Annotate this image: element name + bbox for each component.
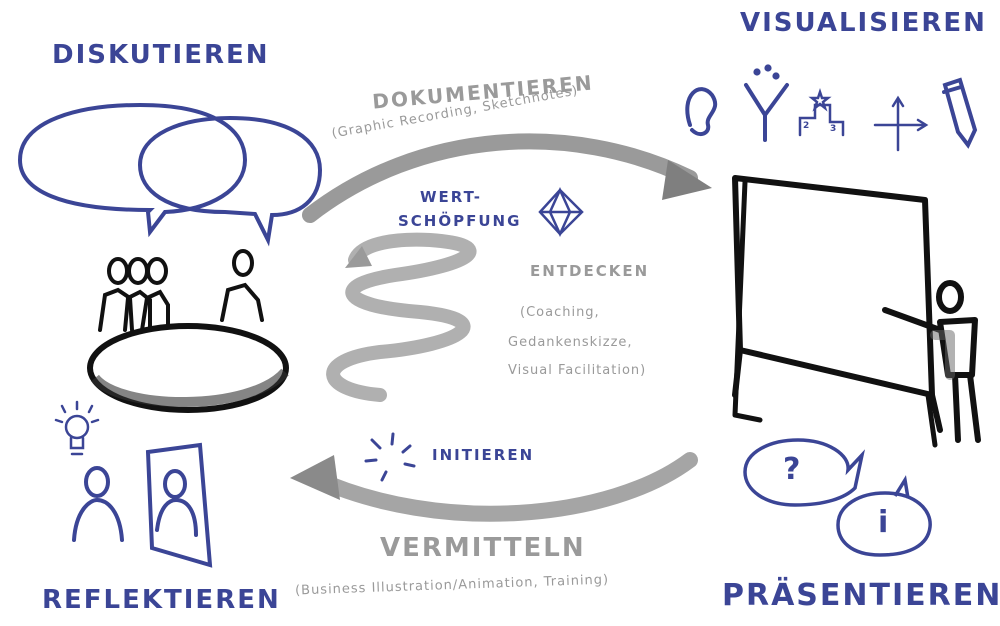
spiral-arrow bbox=[326, 232, 477, 402]
mirror-reflection-icon bbox=[72, 442, 213, 568]
visualisieren-label: VISUALISIEREN bbox=[740, 8, 987, 38]
question-mark-glyph: ? bbox=[783, 452, 803, 487]
diskutieren-label: DISKUTIEREN bbox=[52, 40, 270, 70]
entdecken-label: ENTDECKEN bbox=[530, 262, 650, 280]
flipchart-presenter-icon bbox=[732, 175, 981, 448]
entdecken-note-3: Visual Facilitation) bbox=[508, 363, 647, 378]
dokumentieren-arrow bbox=[302, 133, 712, 223]
speech-bubbles-icon bbox=[17, 102, 323, 247]
podium-icon bbox=[798, 88, 845, 137]
initieren-label: INITIEREN bbox=[432, 446, 535, 464]
lightbulb-icon bbox=[54, 400, 100, 456]
wertschoepfung-label-line1: WERT- bbox=[420, 188, 482, 206]
vermitteln-label: VERMITTELN bbox=[380, 533, 586, 563]
vermitteln-arrow bbox=[290, 452, 698, 522]
gem-icon bbox=[538, 186, 584, 238]
reflektieren-label: REFLEKTIEREN bbox=[42, 585, 281, 615]
pencil-icon bbox=[942, 77, 978, 149]
podium-2-label: 2 bbox=[803, 121, 812, 131]
info-glyph: i bbox=[878, 505, 891, 540]
meeting-table-icon bbox=[87, 249, 289, 413]
wertschoepfung-label-line2: SCHÖPFUNG bbox=[398, 212, 522, 230]
entdecken-note-2: Gedankenskizze, bbox=[508, 335, 633, 350]
axes-icon bbox=[873, 95, 929, 152]
ear-icon bbox=[685, 87, 718, 137]
podium-3-label: 3 bbox=[830, 124, 839, 134]
funnel-icon bbox=[744, 64, 789, 142]
praesentieren-label: PRÄSENTIEREN bbox=[722, 578, 1000, 613]
question-info-bubbles-icon bbox=[743, 438, 932, 557]
visualisieren-icons bbox=[685, 64, 978, 152]
entdecken-note-1: (Coaching, bbox=[520, 305, 600, 320]
spark-icon bbox=[364, 432, 416, 482]
